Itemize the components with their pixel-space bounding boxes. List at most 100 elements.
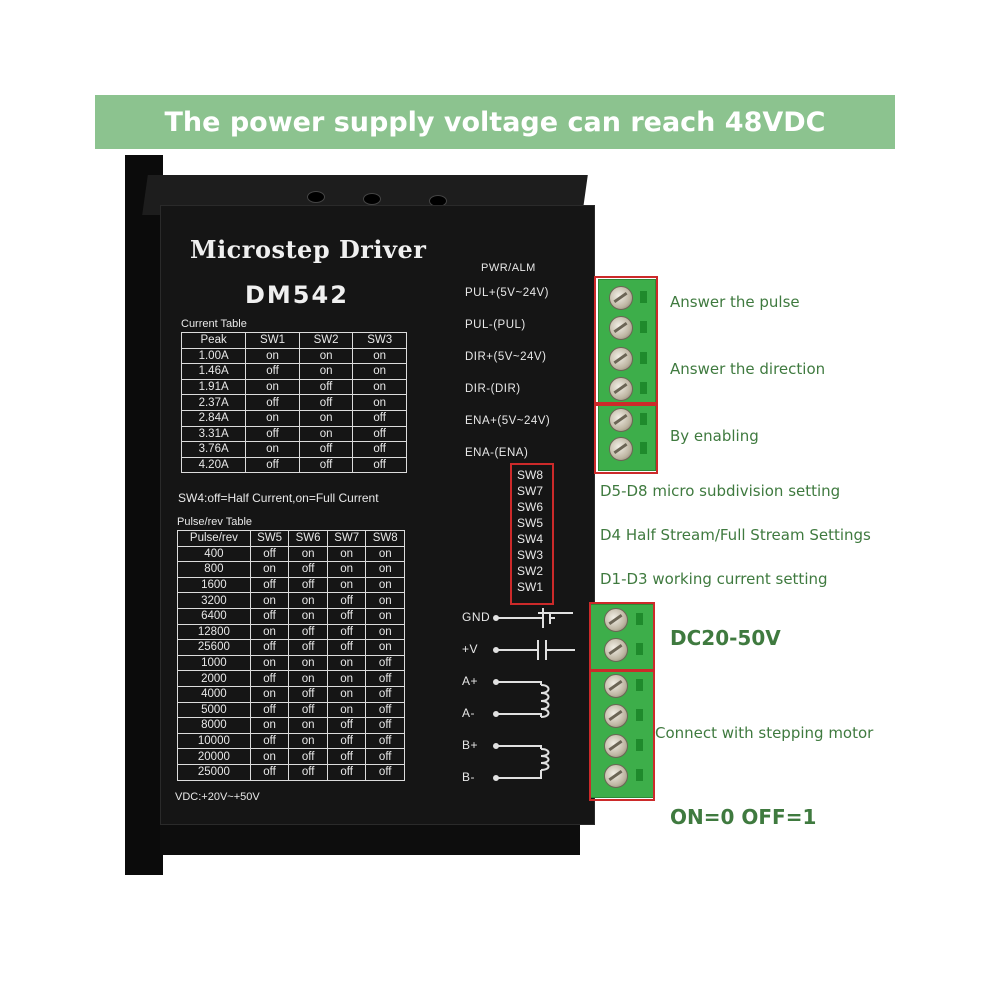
pulse-table-cell: off	[365, 763, 405, 781]
enable-annotation: By enabling	[670, 427, 759, 445]
pulse-table-cell: off	[288, 685, 328, 703]
vdc-note: VDC:+20V~+50V	[175, 791, 260, 803]
terminal-screw[interactable]	[604, 734, 628, 758]
vplus-label: +V	[462, 642, 479, 656]
current-table-header-cell: SW3	[352, 332, 407, 349]
pulse-table-cell: 800	[177, 561, 251, 578]
current-table-cell: on	[352, 394, 407, 411]
pulse-table-cell: on	[249, 623, 290, 641]
pulse-table-cell: off	[365, 732, 405, 750]
current-table-cell: off	[245, 456, 300, 474]
b-plus-label: B+	[462, 738, 479, 752]
current-table-header-cell: Peak	[180, 332, 247, 349]
terminal-tab	[636, 679, 643, 691]
pulse-table-cell: off	[249, 763, 290, 781]
pulse-table-cell: off	[365, 685, 405, 703]
terminal-screw[interactable]	[604, 638, 628, 662]
terminal-screw[interactable]	[609, 437, 633, 461]
pulse-table-cell: off	[326, 623, 367, 641]
terminal-tab	[640, 442, 647, 454]
sw8-label: SW8	[517, 468, 544, 482]
stepper-driver: Microstep Driver DM542 Current Table Pea…	[125, 155, 595, 875]
pulse-table-cell: on	[288, 670, 328, 687]
pulse-table-cell: 6400	[177, 607, 251, 625]
d1-d3-annotation: D1-D3 working current setting	[600, 570, 828, 588]
terminal-screw[interactable]	[609, 377, 633, 401]
pulse-table-cell: 1600	[177, 576, 251, 594]
pulse-table-cell: on	[365, 576, 405, 594]
pulse-table-cell: off	[288, 763, 328, 781]
enable-highlight-box	[594, 402, 658, 474]
pulse-table-cell: off	[326, 607, 367, 625]
pulse-table-cell: off	[288, 701, 328, 719]
terminal-screw[interactable]	[604, 704, 628, 728]
pulse-table-cell: on	[365, 639, 405, 656]
terminal-screw[interactable]	[609, 347, 633, 371]
pulse-table-cell: off	[326, 639, 367, 656]
current-table-cell: on	[298, 409, 354, 427]
current-table-cell: 1.91A	[180, 378, 247, 396]
bottom-lip	[160, 825, 580, 855]
pulse-table-cell: on	[326, 685, 367, 703]
pul-plus-label: PUL+(5V~24V)	[465, 287, 549, 299]
current-table-cell: 2.84A	[180, 409, 247, 427]
pulse-table-cell: on	[365, 607, 405, 625]
pul-minus-label: PUL-(PUL)	[465, 319, 526, 331]
pulse-table-cell: off	[326, 748, 367, 765]
b-minus-label: B-	[462, 770, 475, 784]
current-table-cell: on	[298, 347, 354, 365]
a-minus-label: A-	[462, 706, 475, 720]
pulse-table-cell: 1000	[177, 654, 251, 672]
terminal-tab	[636, 709, 643, 721]
current-table-cell: 1.46A	[180, 363, 247, 380]
pulse-table-cell: 2000	[177, 670, 251, 687]
pulse-table-cell: off	[249, 732, 290, 750]
pulse-table-cell: 20000	[177, 748, 251, 765]
current-table-cell: on	[245, 409, 300, 427]
a-plus-label: A+	[462, 674, 479, 688]
terminal-tab	[640, 291, 647, 303]
dir-minus-label: DIR-(DIR)	[465, 383, 521, 395]
terminal-screw[interactable]	[604, 608, 628, 632]
pulse-table-cell: off	[288, 623, 328, 641]
current-table-cell: off	[298, 378, 354, 396]
terminal-screw[interactable]	[609, 408, 633, 432]
dir-plus-label: DIR+(5V~24V)	[465, 351, 547, 363]
pulse-table-cell: on	[288, 592, 328, 609]
current-table-cell: on	[245, 378, 300, 396]
pulse-table-cell: off	[326, 732, 367, 750]
current-table-cell: off	[352, 409, 407, 427]
terminal-screw[interactable]	[609, 316, 633, 340]
current-table-cell: 3.76A	[180, 441, 247, 458]
terminal-screw[interactable]	[609, 286, 633, 310]
terminal-tab	[640, 352, 647, 364]
pulse-table-cell: on	[365, 592, 405, 609]
pulse-table-cell: off	[288, 639, 328, 656]
terminal-screw[interactable]	[604, 764, 628, 788]
terminal-tab	[640, 321, 647, 333]
current-table-cell: 1.00A	[180, 347, 247, 365]
pulse-table-cell: on	[249, 748, 290, 765]
pulse-table-cell: 3200	[177, 592, 251, 609]
pulse-table-cell: on	[326, 576, 367, 594]
current-table-cell: off	[298, 456, 354, 474]
dc-voltage-annotation: DC20-50V	[670, 626, 781, 650]
terminal-screw[interactable]	[604, 674, 628, 698]
power-highlight-box	[589, 602, 655, 672]
pulse-table-cell: 400	[177, 545, 251, 563]
pulse-table-header-cell: SW7	[326, 530, 367, 547]
